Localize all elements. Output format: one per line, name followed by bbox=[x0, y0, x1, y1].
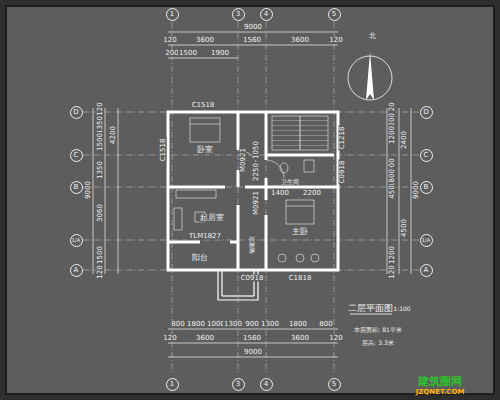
axis-label: D bbox=[73, 109, 78, 116]
plan-label: 120 bbox=[389, 264, 396, 279]
plan-label: 1350 bbox=[97, 160, 104, 180]
plan-label: 阳台 bbox=[191, 254, 209, 262]
axis-label: A bbox=[424, 267, 429, 274]
plan-label: C1818 bbox=[288, 275, 313, 282]
plan-label: 1400 bbox=[270, 190, 290, 197]
plan-label: 1500 bbox=[97, 132, 104, 152]
axis-bubble: 3 bbox=[232, 378, 245, 391]
axis-label: B bbox=[74, 184, 79, 191]
plan-label: 1:100 bbox=[392, 306, 411, 312]
plan-label: 1300 bbox=[260, 321, 280, 328]
plan-label: C0918 bbox=[240, 275, 265, 282]
axis-label: 3 bbox=[236, 11, 240, 18]
axis-bubble: A bbox=[70, 264, 83, 277]
axis-label: 1 bbox=[170, 11, 174, 18]
plan-label: 建筑圈网 bbox=[417, 376, 463, 387]
axis-label: 3 bbox=[236, 381, 240, 388]
plan-label: TLM1827 bbox=[188, 233, 222, 240]
axis-label: A bbox=[74, 267, 79, 274]
plan-label: 卫生间 bbox=[280, 179, 300, 185]
plan-label: 120 bbox=[328, 335, 343, 342]
axis-label: D bbox=[423, 109, 428, 116]
axis-bubble: 4 bbox=[260, 378, 273, 391]
axis-bubble: 1 bbox=[166, 378, 179, 391]
plan-label: 1300 bbox=[223, 321, 243, 328]
plan-label: 1500 bbox=[178, 50, 198, 57]
plan-label: 1200 bbox=[389, 125, 396, 145]
axis-label: 4 bbox=[264, 11, 268, 18]
axis-label: 5 bbox=[332, 381, 336, 388]
axis-label: 1/A bbox=[72, 238, 80, 243]
axis-label: 1 bbox=[170, 381, 174, 388]
axis-bubble: 5 bbox=[328, 8, 341, 21]
axis-label: C bbox=[424, 152, 429, 159]
plan-label: 1500 bbox=[97, 245, 104, 265]
plan-label: 1560 bbox=[242, 335, 262, 342]
axis-bubble: 1 bbox=[166, 8, 179, 21]
plan-label: 本层面积: 81平米 bbox=[353, 327, 403, 333]
axis-label: 5 bbox=[332, 11, 336, 18]
axis-bubble: 1/A bbox=[70, 234, 83, 247]
plan-label: 3600 bbox=[290, 37, 310, 44]
plan-label: 北 bbox=[368, 33, 377, 40]
plan-label: 9000 bbox=[243, 24, 263, 31]
plan-label: 1800 bbox=[186, 321, 206, 328]
plan-label: 2200 bbox=[302, 190, 322, 197]
axis-label: C bbox=[74, 152, 79, 159]
drawing-title: 二层平面图 bbox=[347, 304, 394, 313]
plan-label: 1050 bbox=[253, 140, 260, 160]
plan-label: 3600 bbox=[290, 335, 310, 342]
plan-label: C1518 bbox=[191, 102, 216, 109]
plan-label: 1900 bbox=[210, 50, 230, 57]
plan-label: 储藏室 bbox=[249, 235, 255, 255]
plan-label: 9000 bbox=[413, 180, 420, 200]
axis-bubble: A bbox=[420, 264, 433, 277]
plan-label: 9000 bbox=[243, 349, 263, 356]
axis-bubble: B bbox=[70, 181, 83, 194]
plan-label: 800 bbox=[318, 321, 333, 328]
plan-label: 4500 bbox=[401, 218, 408, 238]
axis-bubble: 5 bbox=[328, 378, 341, 391]
axis-label: 4 bbox=[264, 381, 268, 388]
plan-label: 900 bbox=[244, 321, 259, 328]
axis-bubble: C bbox=[420, 149, 433, 162]
plan-label: C1518 bbox=[160, 138, 167, 163]
plan-label: 800 bbox=[170, 321, 185, 328]
axis-bubble: 1/A bbox=[420, 234, 433, 247]
axis-bubble: 4 bbox=[260, 8, 273, 21]
plan-label: C1218 bbox=[339, 126, 346, 151]
plan-label: 主卧 bbox=[291, 228, 309, 236]
plan-label: M0921 bbox=[253, 190, 260, 216]
plan-label: 层高: 3.3米 bbox=[361, 340, 394, 346]
plan-label: 起居室 bbox=[199, 214, 225, 222]
plan-label: 4200 bbox=[110, 125, 117, 145]
plan-label: 1560 bbox=[242, 37, 262, 44]
plan-label: 卧室 bbox=[196, 146, 214, 154]
plan-label: 3060 bbox=[97, 203, 104, 223]
plan-label: C0918 bbox=[339, 160, 346, 185]
plan-label: JZQNET.COM bbox=[415, 389, 466, 396]
plan-label: 120 bbox=[97, 264, 104, 279]
axis-bubble: 3 bbox=[232, 8, 245, 21]
plan-label: 9000 bbox=[85, 180, 92, 200]
plan-label: 120 bbox=[162, 37, 177, 44]
axis-bubble: D bbox=[70, 106, 83, 119]
axis-label: B bbox=[424, 184, 429, 191]
plan-label: 450 bbox=[389, 184, 396, 199]
axis-bubble: D bbox=[420, 106, 433, 119]
axis-bubble: B bbox=[420, 181, 433, 194]
axis-bubble: C bbox=[70, 149, 83, 162]
axis-label: 1/A bbox=[422, 238, 430, 243]
plan-label: 3600 bbox=[195, 335, 215, 342]
plan-label: M0921 bbox=[240, 147, 247, 173]
plan-label: 3600 bbox=[195, 37, 215, 44]
plan-label: 1200 bbox=[389, 245, 396, 265]
plan-label: 2250 bbox=[253, 162, 260, 182]
plan-label: 120 bbox=[328, 37, 343, 44]
plan-label: 1800 bbox=[288, 321, 308, 328]
plan-label: 2400 bbox=[401, 130, 408, 150]
plan-label: 120 bbox=[162, 335, 177, 342]
